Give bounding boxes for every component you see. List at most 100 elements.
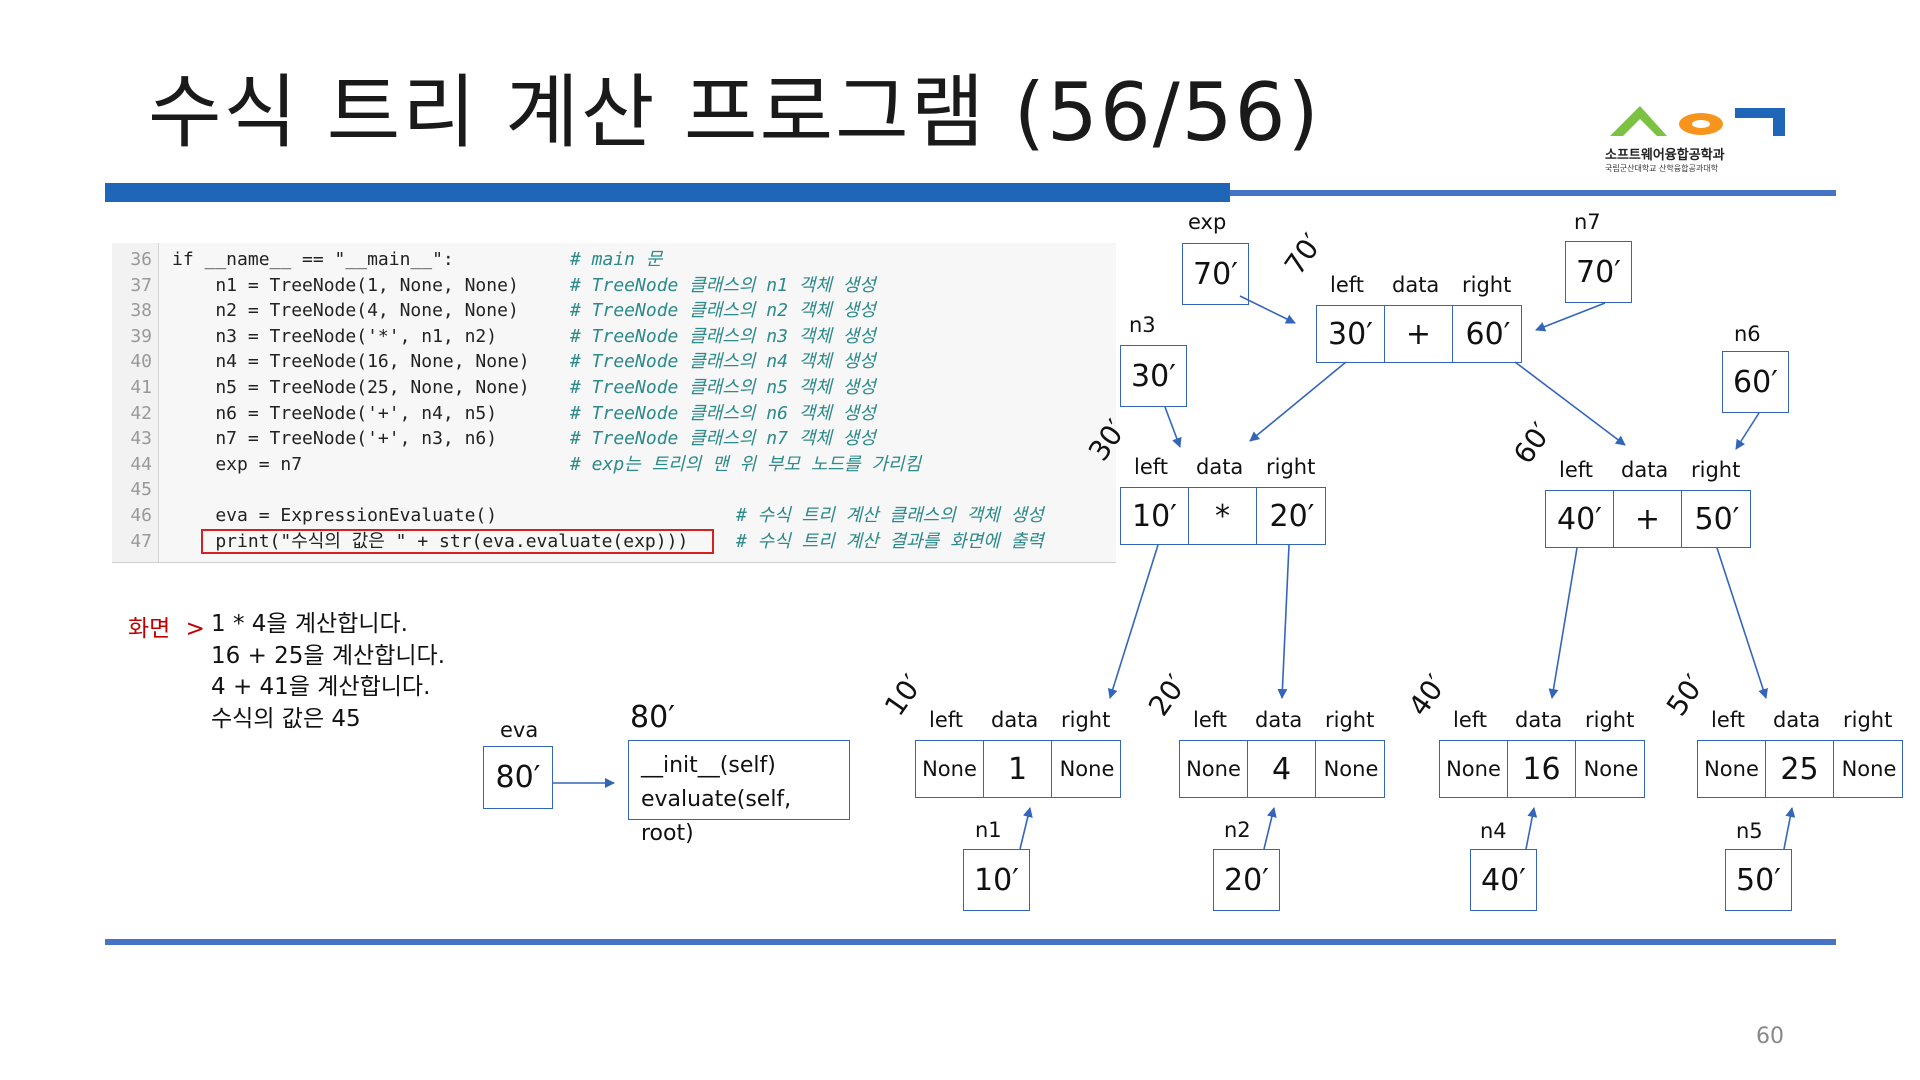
title-underline-thin	[1230, 190, 1836, 196]
node-header-left: left	[1134, 455, 1169, 479]
node-header-right: right	[1691, 458, 1741, 482]
eva-object-box: __init__(self) evaluate(self, root)	[628, 740, 850, 846]
ref-value: 70′	[1576, 254, 1621, 290]
line-number: 43	[130, 428, 152, 450]
code-text: n6 = TreeNode('+', n4, n5)	[172, 402, 498, 424]
code-text: if __name__ == "__main__":	[172, 249, 454, 270]
code-text: n3 = TreeNode('*', n1, n2)	[172, 325, 498, 347]
method-init: __init__(self)	[641, 753, 776, 778]
logo-mark-icon	[1610, 106, 1785, 136]
code-line: 45	[112, 477, 1116, 503]
node-right-cell: 50′	[1694, 501, 1740, 537]
output-label: 화면 >	[128, 616, 205, 642]
arrow-n6-right	[1716, 547, 1768, 699]
node-header-data: data	[1196, 455, 1244, 479]
ref-box-exp: 70′	[1182, 243, 1249, 305]
arrow-n7ref-to-n7	[1535, 302, 1606, 332]
ref-value: 50′	[1736, 862, 1781, 898]
arrow-n1ref-to-n1	[1019, 807, 1033, 850]
code-comment: # TreeNode 클래스의 n4 객체 생성	[570, 351, 876, 373]
ref-box-n3: 30′	[1120, 345, 1187, 407]
arrow-exp-to-n7	[1239, 295, 1296, 324]
node-left-cell: None	[1440, 741, 1508, 797]
ref-value: 10′	[974, 862, 1019, 898]
ref-box-n6: 60′	[1722, 351, 1789, 413]
title-underline-bar	[105, 183, 1230, 202]
node-header-left: left	[1453, 708, 1488, 732]
code-line: 43 n7 = TreeNode('+', n3, n6)# TreeNode …	[112, 426, 1116, 452]
line-number: 40	[130, 351, 152, 373]
code-text: n5 = TreeNode(25, None, None)	[172, 377, 530, 398]
print-line-highlight	[201, 529, 714, 554]
node-header-data: data	[1621, 458, 1669, 482]
arrow-n3ref-to-n3	[1164, 406, 1182, 448]
output-line: 4 + 41을 계산합니다.	[211, 674, 431, 700]
arrow-n3-right	[1277, 544, 1290, 699]
node-data-cell: +	[1385, 306, 1453, 362]
node-left-cell: None	[1698, 741, 1766, 797]
tree-node-n6: 40′+50′	[1545, 490, 1751, 548]
ref-value: 40′	[1481, 862, 1526, 898]
code-comment: # 수식 트리 계산 결과를 화면에 출력	[736, 530, 1044, 552]
code-line: 42 n6 = TreeNode('+', n4, n5)# TreeNode …	[112, 401, 1116, 427]
node-left-cell: None	[1180, 741, 1248, 797]
node-right-cell: None	[1323, 757, 1379, 781]
node-left-cell: 30′	[1317, 306, 1385, 362]
node-header-data: data	[1773, 708, 1821, 732]
ref-label-n6: n6	[1734, 322, 1761, 346]
code-text: n4 = TreeNode(16, None, None)	[172, 351, 530, 373]
node-right-cell: 20′	[1269, 498, 1315, 534]
node-left-cell: None	[916, 741, 984, 797]
code-line: 46 eva = ExpressionEvaluate()# 수식 트리 계산 …	[112, 503, 1116, 529]
node-header-right: right	[1266, 455, 1316, 479]
ref-label-exp: exp	[1188, 210, 1227, 234]
code-text: n7 = TreeNode('+', n3, n6)	[172, 428, 498, 450]
node-header-left: left	[1711, 708, 1746, 732]
node-data-cell: 4	[1248, 741, 1316, 797]
output-lines: 1 * 4을 계산합니다. 16 + 25을 계산합니다. 4 + 41을 계산…	[211, 609, 445, 735]
eva-ref-box: 80′	[483, 746, 553, 809]
node-right-cell: None	[1583, 757, 1639, 781]
node-left-cell: 40′	[1546, 491, 1614, 547]
arrow-n7-right	[1514, 361, 1626, 446]
ref-label-n7: n7	[1574, 210, 1601, 234]
code-comment: # TreeNode 클래스의 n5 객체 생성	[570, 377, 876, 398]
line-number: 44	[130, 453, 152, 475]
arrow-n3-left	[1107, 544, 1159, 699]
code-line: 41 n5 = TreeNode(25, None, None)# TreeNo…	[112, 375, 1116, 401]
output-line: 1 * 4을 계산합니다.	[211, 611, 408, 637]
ref-box-n2: 20′	[1213, 849, 1280, 911]
tree-node-n3: 10′*20′	[1120, 487, 1326, 545]
node-right-cell: None	[1841, 757, 1897, 781]
code-comment: # 수식 트리 계산 클래스의 객체 생성	[736, 505, 1044, 526]
ref-label-n4: n4	[1480, 819, 1507, 843]
code-comment: # TreeNode 클래스의 n6 객체 생성	[570, 402, 876, 424]
arrow-n5ref-to-n5	[1783, 807, 1796, 850]
node-header-left: left	[929, 708, 964, 732]
ref-box-n5: 50′	[1725, 849, 1792, 911]
ref-label-n3: n3	[1129, 313, 1156, 337]
code-text: eva = ExpressionEvaluate()	[172, 505, 498, 526]
code-comment: # TreeNode 클래스의 n2 객체 생성	[570, 300, 876, 322]
node-data-cell: 1	[984, 741, 1052, 797]
output-line: 16 + 25을 계산합니다.	[211, 642, 446, 669]
node-header-right: right	[1061, 708, 1111, 732]
ref-label-n1: n1	[975, 818, 1002, 842]
page-number: 60	[1756, 1024, 1784, 1049]
code-line: 40 n4 = TreeNode(16, None, None) # TreeNo…	[112, 349, 1116, 375]
node-header-right: right	[1585, 708, 1635, 732]
node-right-cell: 60′	[1465, 316, 1511, 352]
node-header-right: right	[1843, 708, 1893, 732]
ref-box-n7: 70′	[1565, 241, 1632, 303]
line-number: 38	[130, 300, 152, 322]
code-comment: # TreeNode 클래스의 n1 객체 생성	[570, 274, 876, 296]
logo-subtitle: 국립군산대학교 산학융합공과대학	[1605, 164, 1718, 173]
node-header-data: data	[1255, 708, 1303, 732]
code-line: 37 n1 = TreeNode(1, None, None)# TreeNod…	[112, 273, 1116, 299]
arrow-n6ref-to-n6	[1735, 412, 1760, 450]
